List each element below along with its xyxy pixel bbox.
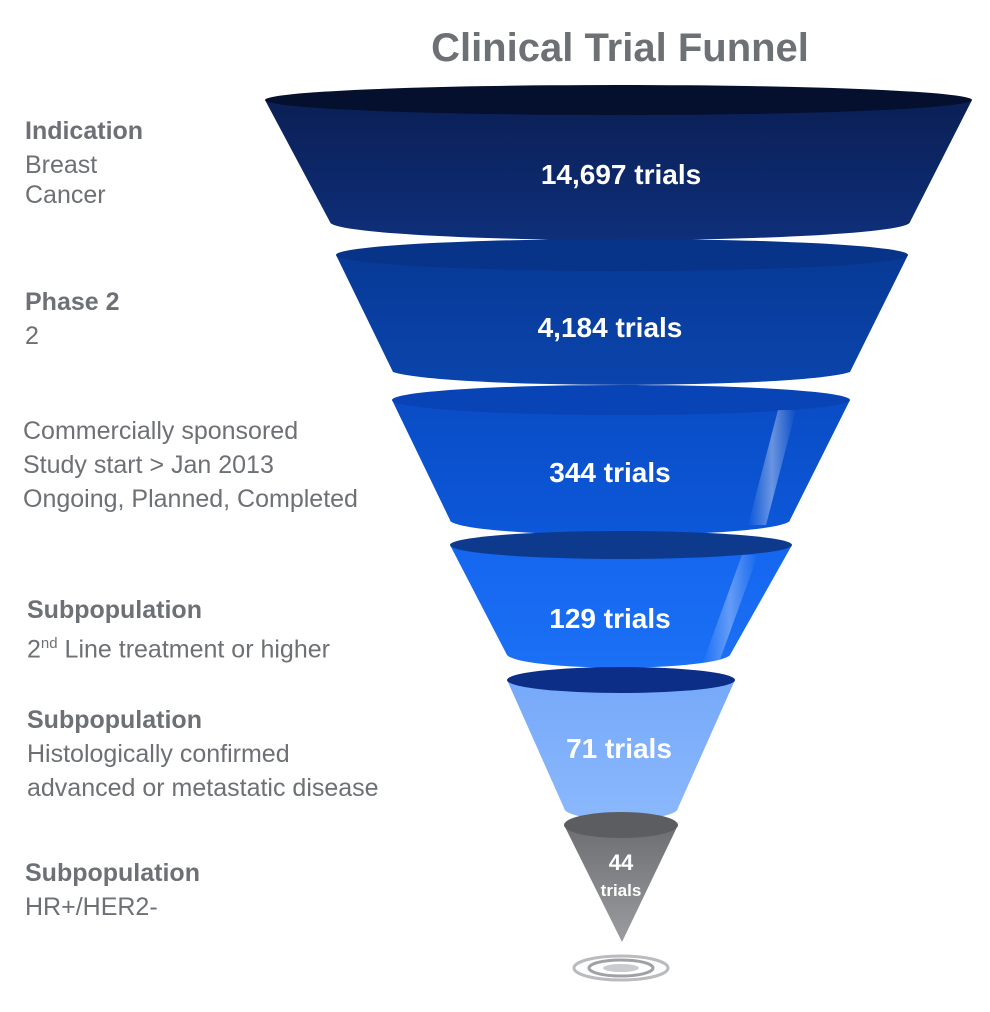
stage-5-label: Subpopulation Histologically confirmed a… (27, 703, 379, 805)
stage-6-count: 44 (609, 850, 634, 875)
stage-2-count: 4,184 trials (538, 312, 683, 343)
stage-2-label: Phase 2 2 (25, 285, 120, 353)
stage-2-heading: Phase 2 (25, 288, 120, 316)
stage-4-line-text: Line treatment or higher (57, 635, 330, 664)
stage-1-heading: Indication (25, 117, 144, 145)
stage-1-line-2: Cancer (25, 181, 106, 209)
stage-3-label: Commercially sponsored Study start > Jan… (23, 414, 358, 516)
stage-6-label: Subpopulation HR+/HER2- (25, 856, 200, 924)
stage-5-line-1: Histologically confirmed (27, 740, 290, 768)
stage-3-line-1: Commercially sponsored (23, 417, 299, 445)
funnel-stage-6: 44 trials (564, 812, 678, 942)
stage-6-line-1: HR+/HER2- (25, 893, 158, 921)
funnel-stage-1: 14,697 trials (265, 85, 972, 240)
stage-4-label: Subpopulation 2nd Line treatment or high… (27, 593, 330, 666)
stage-4-count: 129 trials (549, 603, 670, 634)
stage-6-heading: Subpopulation (25, 859, 200, 887)
stage-2-line-1: 2 (25, 322, 39, 350)
stage-3-line-2: Study start > Jan 2013 (23, 451, 274, 479)
stage-3-line-3: Ongoing, Planned, Completed (23, 485, 358, 513)
funnel-title: Clinical Trial Funnel (431, 26, 809, 70)
funnel-stage-2: 4,184 trials (336, 239, 908, 385)
stage-4-ordinal-suffix: nd (40, 635, 58, 652)
ripple-icon (572, 954, 670, 982)
stage-1-count: 14,697 trials (541, 159, 701, 190)
stage-4-line-1: 2nd Line treatment or higher (27, 627, 330, 666)
stage-3-count: 344 trials (549, 457, 670, 488)
funnel-stage-4: 129 trials (450, 531, 792, 668)
stage-5-line-2: advanced or metastatic disease (27, 774, 379, 802)
funnel-stage-5: 71 trials (507, 667, 735, 820)
stage-1-label: Indication Breast Cancer (25, 114, 143, 212)
stage-5-count: 71 trials (566, 733, 672, 764)
stage-4-ordinal: 2 (27, 635, 41, 664)
stage-5-heading: Subpopulation (27, 706, 202, 734)
stage-4-heading: Subpopulation (27, 596, 202, 624)
stage-1-line-1: Breast (25, 151, 98, 179)
stage-6-count-unit: trials (601, 881, 642, 900)
funnel-stage-3: 344 trials (392, 385, 850, 535)
